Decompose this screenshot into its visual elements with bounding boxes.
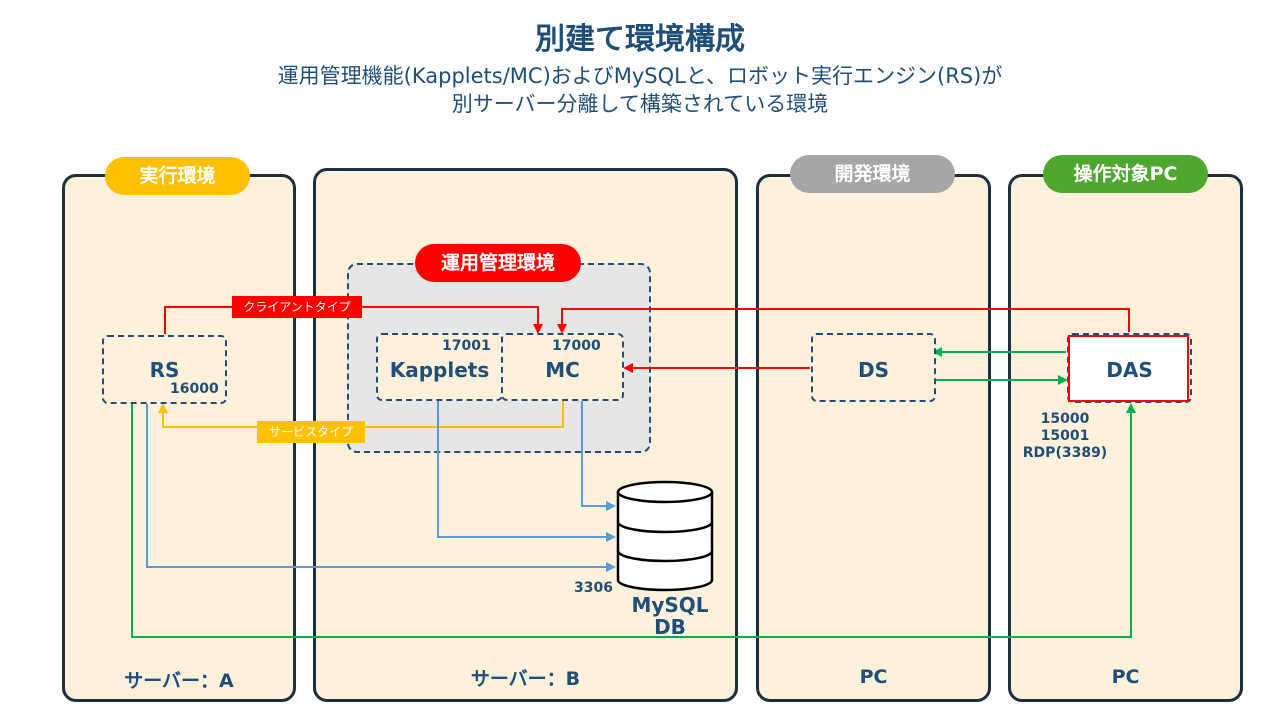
tag-service-type: サービスタイプ xyxy=(257,421,365,443)
footer-exec: サーバー：A xyxy=(124,670,234,692)
panel-target xyxy=(1008,174,1243,702)
node-ds xyxy=(811,333,936,402)
node-mc xyxy=(501,333,624,401)
page-subtitle: 運用管理機能(Kapplets/MC)およびMySQLと、ロボット実行エンジン(… xyxy=(0,62,1280,118)
pill-dev: 開発環境 xyxy=(790,155,955,193)
db-port: 3306 xyxy=(574,580,613,596)
panel-dev xyxy=(756,174,991,702)
page-title: 別建て環境構成 xyxy=(535,22,745,57)
node-das-label: DAS xyxy=(1106,358,1153,382)
db-label: MySQL DB xyxy=(620,594,720,638)
subtitle-line1: 運用管理機能(Kapplets/MC)およびMySQLと、ロボット実行エンジン(… xyxy=(277,64,1003,88)
line-das-mc xyxy=(557,308,1130,334)
node-das-highlight xyxy=(1068,335,1189,402)
line-rs-das xyxy=(131,402,1136,638)
das-port-0: 15000 xyxy=(1040,411,1090,427)
footer-server-b: サーバー：B xyxy=(470,668,581,690)
node-rs xyxy=(102,335,227,404)
node-kapplets xyxy=(376,333,503,401)
node-mc-port: 17000 xyxy=(552,338,601,354)
node-ds-label: DS xyxy=(857,358,889,382)
line-kapplets-db xyxy=(437,401,616,542)
tag-client-type: クライアントタイプ xyxy=(232,296,362,318)
das-port-1: 15001 xyxy=(1040,428,1090,444)
node-rs-label: RS xyxy=(149,358,180,382)
footer-target: PC xyxy=(1111,666,1140,688)
node-mc-label: MC xyxy=(545,358,580,382)
subtitle-line2: 別サーバー分離して構築されている環境 xyxy=(451,92,829,116)
pill-target: 操作対象PC xyxy=(1043,155,1208,193)
das-port-2: RDP(3389) xyxy=(1022,445,1108,461)
footer-dev: PC xyxy=(859,666,888,688)
database-icon xyxy=(616,480,714,592)
node-rs-port: 16000 xyxy=(170,381,219,397)
pill-exec: 実行環境 xyxy=(105,157,250,195)
node-kapplets-port: 17001 xyxy=(442,338,491,354)
line-mc-db xyxy=(581,401,616,511)
db-label-line1: MySQL xyxy=(631,593,709,617)
node-das-ports: 15000 15001 RDP(3389) xyxy=(1010,411,1120,462)
pill-mgmt: 運用管理環境 xyxy=(415,244,581,282)
line-rs-db xyxy=(146,401,616,572)
db-label-line2: DB xyxy=(654,615,686,639)
node-kapplets-label: Kapplets xyxy=(389,358,490,382)
